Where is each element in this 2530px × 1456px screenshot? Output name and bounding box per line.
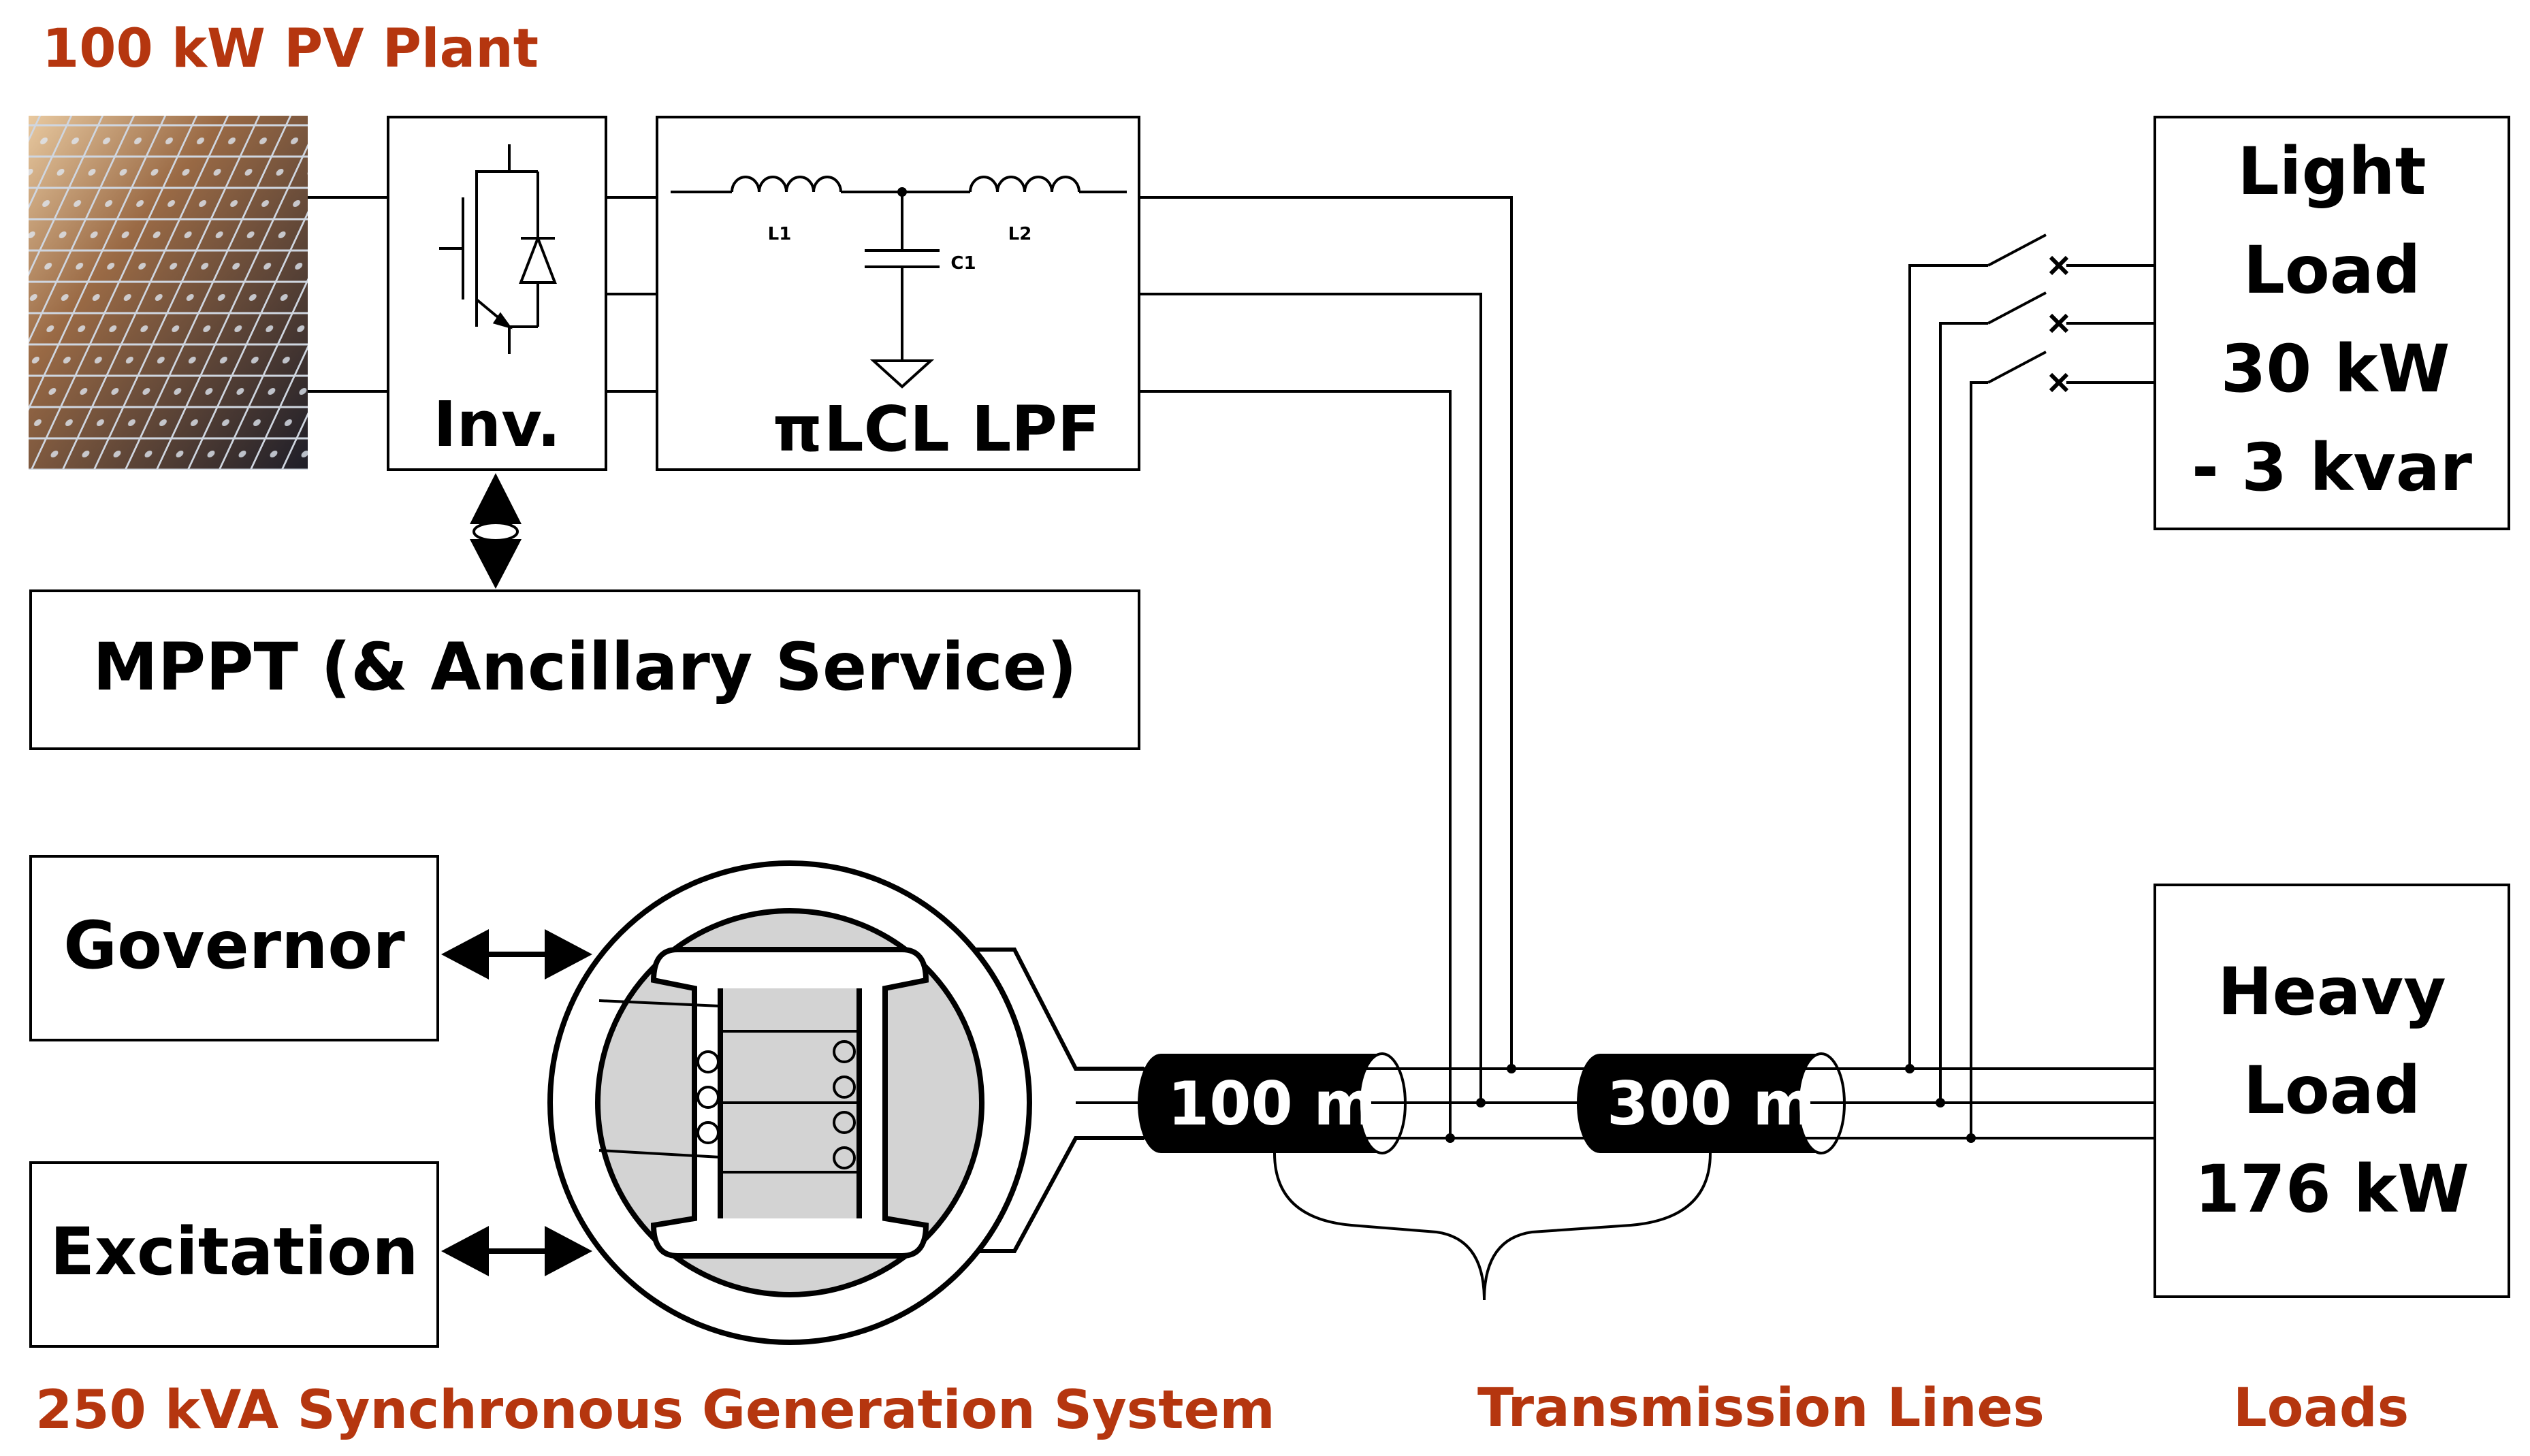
inv-mppt-arrow [470,473,522,589]
heavy-load-line2: Load [2243,1052,2421,1129]
heavy-load-line3: 176 kW [2194,1151,2469,1227]
ground-icon [869,359,935,389]
lcl-filter-block [656,116,1140,471]
filter-label: LCL LPF [824,393,1100,466]
heavy-load-block [2153,884,2510,1298]
light-load-line3: 30 kW [2221,331,2450,407]
lcl-circuit [671,176,1127,389]
pv-plant-caption: 100 kW PV Plant [42,18,539,80]
light-load-line2: Load [2243,232,2421,308]
mppt-block [29,589,1140,750]
excitation-arrow [441,1226,592,1276]
l2-label: L2 [1008,224,1032,244]
cable-100m-label: 100 m [1168,1069,1376,1139]
pv-panel-image [29,116,308,470]
c1-label: C1 [950,253,976,274]
light-load-line4: - 3 kvar [2192,430,2473,506]
inductor-l2-icon [969,176,1080,193]
governor-label: Governor [63,907,405,984]
inverter-block [387,116,607,471]
light-load-line1: Light [2237,133,2426,210]
mppt-label: MPPT (& Ancillary Service) [93,629,1077,705]
transmission-brace [1273,1152,1712,1301]
synchronous-generator-icon [547,860,1144,1345]
transmission-caption: Transmission Lines [1477,1378,2045,1439]
l1-label: L1 [768,224,792,244]
inductor-l1-icon [731,176,842,193]
governor-arrow [441,929,592,980]
excitation-label: Excitation [50,1214,418,1290]
pi-symbol: π [773,393,822,466]
light-load-feeders [1908,233,2155,1138]
cable-300m-label: 300 m [1607,1069,1815,1139]
inverter-filter-wires [606,196,657,393]
pv-tie-wires [1139,196,1513,1138]
pv-dc-wires [308,196,388,393]
inverter-label: Inv. [433,388,560,461]
breaker-marks [2049,255,2069,393]
excitation-block [29,1161,439,1348]
heavy-load-line1: Heavy [2217,954,2446,1030]
governor-block [29,855,439,1041]
light-load-block [2153,116,2510,530]
cable-100m [1138,1052,1409,1154]
cable-300m [1577,1052,1848,1154]
sync-gen-caption: 250 kVA Synchronous Generation System [35,1380,1275,1441]
loads-caption: Loads [2233,1378,2409,1439]
igbt-icon [439,144,557,354]
